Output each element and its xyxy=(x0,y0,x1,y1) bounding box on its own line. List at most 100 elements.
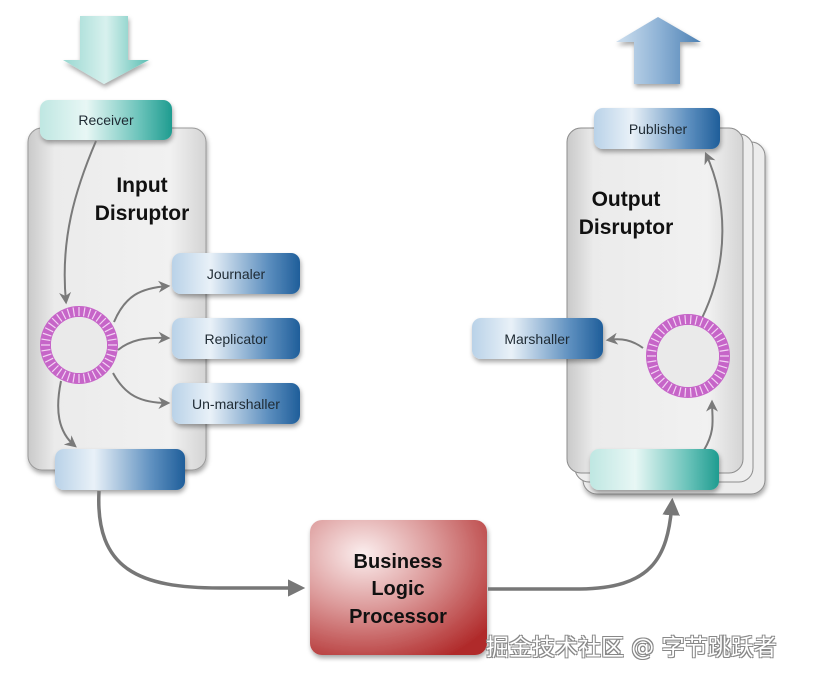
output-arrow-icon xyxy=(616,17,701,84)
ring-slot xyxy=(653,332,662,339)
ring-slot xyxy=(699,317,704,327)
ring-center xyxy=(657,325,719,387)
ring-slot xyxy=(82,373,86,383)
ring-slot xyxy=(47,361,56,368)
ring-slot xyxy=(650,369,660,375)
output-disruptor-title-line1: Output xyxy=(592,188,661,211)
input-output-stage-node[interactable] xyxy=(55,449,185,490)
ring-slot xyxy=(678,387,682,397)
ring-slot xyxy=(703,320,710,329)
ring-slot xyxy=(719,360,729,363)
ring-slot xyxy=(672,385,677,395)
ring-center xyxy=(51,317,107,373)
marshaller-node[interactable] xyxy=(472,318,603,359)
ring-slot xyxy=(66,372,71,382)
input-arrow-icon xyxy=(63,16,149,84)
business-logic-processor-node[interactable] xyxy=(310,520,487,655)
ring-slot xyxy=(47,322,56,329)
journaler-label: Journaler xyxy=(207,266,266,282)
marshaller-label: Marshaller xyxy=(504,331,570,347)
output-ring-buffer-icon xyxy=(646,314,730,398)
ring-slot xyxy=(104,357,114,363)
watermark: 掘金技术社区 @ 字节跳跃者 xyxy=(486,635,777,661)
ring-slot xyxy=(44,327,54,333)
input-disruptor-title-line1: Input xyxy=(116,174,167,197)
ring-slot xyxy=(689,387,692,397)
ring-slot xyxy=(72,373,76,383)
ring-slot xyxy=(72,307,76,317)
ring-slot xyxy=(99,317,107,325)
connector-input-stage-to-ring xyxy=(703,399,719,451)
ring-slot xyxy=(51,365,59,373)
ring-slot xyxy=(716,337,726,343)
ring-slot xyxy=(91,310,97,320)
output-disruptor-title-line2: Disruptor xyxy=(579,216,674,239)
ring-slot xyxy=(661,323,669,332)
ring-slot xyxy=(51,317,59,325)
ring-slot xyxy=(718,343,728,348)
ring-slot xyxy=(61,370,67,380)
ring-slot xyxy=(41,348,51,352)
ring-slot xyxy=(716,369,726,375)
ring-slot xyxy=(107,348,117,352)
ring-slot xyxy=(711,377,719,385)
input-disruptor-title-line2: Disruptor xyxy=(95,202,190,225)
publisher-node[interactable] xyxy=(594,108,720,149)
ring-slot xyxy=(106,332,116,337)
ring-slot xyxy=(650,337,660,343)
ring-slot xyxy=(56,313,63,322)
ring-slot xyxy=(95,368,102,377)
connector-ring-to-publisher xyxy=(701,151,724,319)
ring-slot xyxy=(707,380,715,389)
ring-slot xyxy=(648,343,658,348)
journaler-node[interactable] xyxy=(172,253,300,294)
unmarshaller-node[interactable] xyxy=(172,383,300,424)
ring-slot xyxy=(711,327,719,335)
ring-slot xyxy=(714,332,723,339)
ring-slot xyxy=(41,338,51,342)
connector-receiver-to-ring xyxy=(59,140,97,305)
ring-slot xyxy=(647,349,657,352)
publisher-label: Publisher xyxy=(629,121,688,137)
ring-slot xyxy=(647,360,657,363)
connector-input-to-blp xyxy=(97,490,306,597)
replicator-label: Replicator xyxy=(204,331,267,347)
ring-slot xyxy=(689,315,692,325)
receiver-node[interactable] xyxy=(40,100,172,140)
blp-label-line2: Logic xyxy=(371,578,424,600)
connector-ring-to-replicator xyxy=(117,331,171,351)
ring-slot xyxy=(714,373,723,380)
ring-slot xyxy=(44,357,54,363)
connector-ring-to-journaler xyxy=(113,280,171,323)
output-disruptor-panel xyxy=(566,127,744,474)
replicator-node[interactable] xyxy=(172,318,300,359)
ring-slot xyxy=(99,365,107,373)
ring-slot xyxy=(684,315,687,325)
ring-slot xyxy=(42,353,52,358)
connector-ring-to-output-stage xyxy=(57,380,77,448)
ring-slot xyxy=(694,315,698,325)
ring-slot xyxy=(104,327,114,333)
ring-slot xyxy=(56,368,63,377)
ring-slot xyxy=(66,308,71,318)
ring-slot xyxy=(102,322,111,329)
ring-slot xyxy=(718,364,728,369)
unmarshaller-label: Un-marshaller xyxy=(192,396,280,412)
ring-slot xyxy=(666,320,673,329)
ring-slot xyxy=(648,364,658,369)
output-input-stage-node[interactable] xyxy=(590,449,719,490)
connector-blp-to-output xyxy=(488,497,680,591)
ring-slot xyxy=(661,380,669,389)
ring-slot xyxy=(666,383,673,392)
connector-ring-to-marshaller xyxy=(605,332,644,349)
blp-label-line3: Processor xyxy=(349,606,447,628)
ring-slot xyxy=(672,317,677,327)
ring-slot xyxy=(91,370,97,380)
input-ring-buffer-icon xyxy=(40,306,118,384)
ring-slot xyxy=(102,361,111,368)
ring-slot xyxy=(653,373,662,380)
ring-slot xyxy=(657,377,665,385)
ring-slot xyxy=(42,332,52,337)
connector-ring-to-unmarshaller xyxy=(112,372,171,409)
